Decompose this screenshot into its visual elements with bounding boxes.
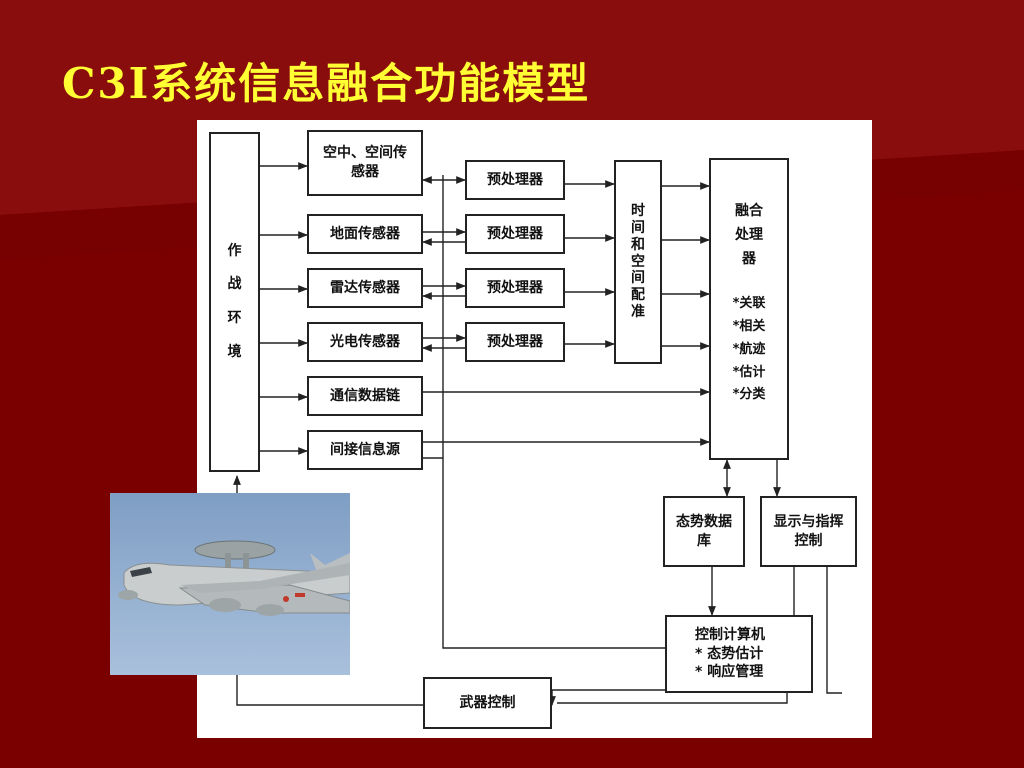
fusion-function-item: *航迹	[732, 341, 766, 357]
aircraft-photo	[110, 493, 350, 675]
sensor-label: 光电传感器	[330, 333, 400, 350]
sensor-label: 空中、空间传感器	[323, 145, 407, 180]
sensor-label: 通信数据链	[330, 387, 400, 404]
combat-environment-label: 作战环境	[227, 242, 242, 360]
preprocessor-box: 预处理器	[465, 214, 565, 254]
fusion-processor-box: 融合处理器 *关联 *相关 *航迹 *估计 *分类	[709, 158, 789, 460]
control-computer-title: 控制计算机	[695, 626, 765, 643]
time-space-alignment-box: 时间和空间配准	[614, 160, 662, 364]
sensor-radar-box: 雷达传感器	[307, 268, 423, 308]
situation-database-label: 态势数据库	[676, 513, 732, 549]
preprocessor-label: 预处理器	[487, 225, 543, 242]
fusion-function-item: *分类	[732, 387, 766, 403]
fusion-functions-list: *关联 *相关 *航迹 *估计 *分类	[733, 293, 766, 407]
alignment-label: 时间和空间配准	[631, 203, 645, 320]
fusion-function-item: *估计	[732, 364, 766, 380]
sensor-ground-box: 地面传感器	[307, 214, 423, 254]
control-computer-box: 控制计算机 * 态势估计 * 响应管理	[665, 615, 813, 693]
preprocessor-box: 预处理器	[465, 322, 565, 362]
combat-environment-box: 作战环境	[209, 132, 260, 472]
sensor-label: 地面传感器	[330, 225, 400, 242]
slide-title: C3I系统信息融合功能模型	[62, 59, 591, 108]
fusion-function-item: *关联	[732, 296, 766, 312]
sensor-air-space-box: 空中、空间传感器	[307, 130, 423, 196]
sensor-electro-optical-box: 光电传感器	[307, 322, 423, 362]
indirect-source-box: 间接信息源	[307, 430, 423, 470]
diagram-connectors	[233, 162, 842, 706]
weapon-control-label: 武器控制	[459, 694, 516, 711]
awacs-aircraft-image	[110, 493, 350, 675]
preprocessor-box: 预处理器	[465, 268, 565, 308]
control-computer-item: * 响应管理	[695, 664, 764, 681]
preprocessor-label: 预处理器	[487, 279, 543, 296]
sensor-label: 间接信息源	[330, 441, 400, 458]
preprocessor-box: 预处理器	[465, 160, 565, 200]
preprocessor-label: 预处理器	[487, 171, 543, 188]
control-computer-item: * 态势估计	[695, 645, 764, 662]
display-command-box: 显示与指挥控制	[760, 496, 857, 567]
preprocessor-label: 预处理器	[487, 333, 543, 350]
display-command-label: 显示与指挥控制	[773, 513, 844, 549]
situation-database-box: 态势数据库	[663, 496, 745, 567]
sensor-label: 雷达传感器	[330, 279, 400, 296]
weapon-control-box: 武器控制	[423, 677, 552, 729]
fusion-function-item: *相关	[732, 319, 766, 335]
comm-datalink-box: 通信数据链	[307, 376, 423, 416]
fusion-title: 融合处理器	[735, 203, 763, 267]
